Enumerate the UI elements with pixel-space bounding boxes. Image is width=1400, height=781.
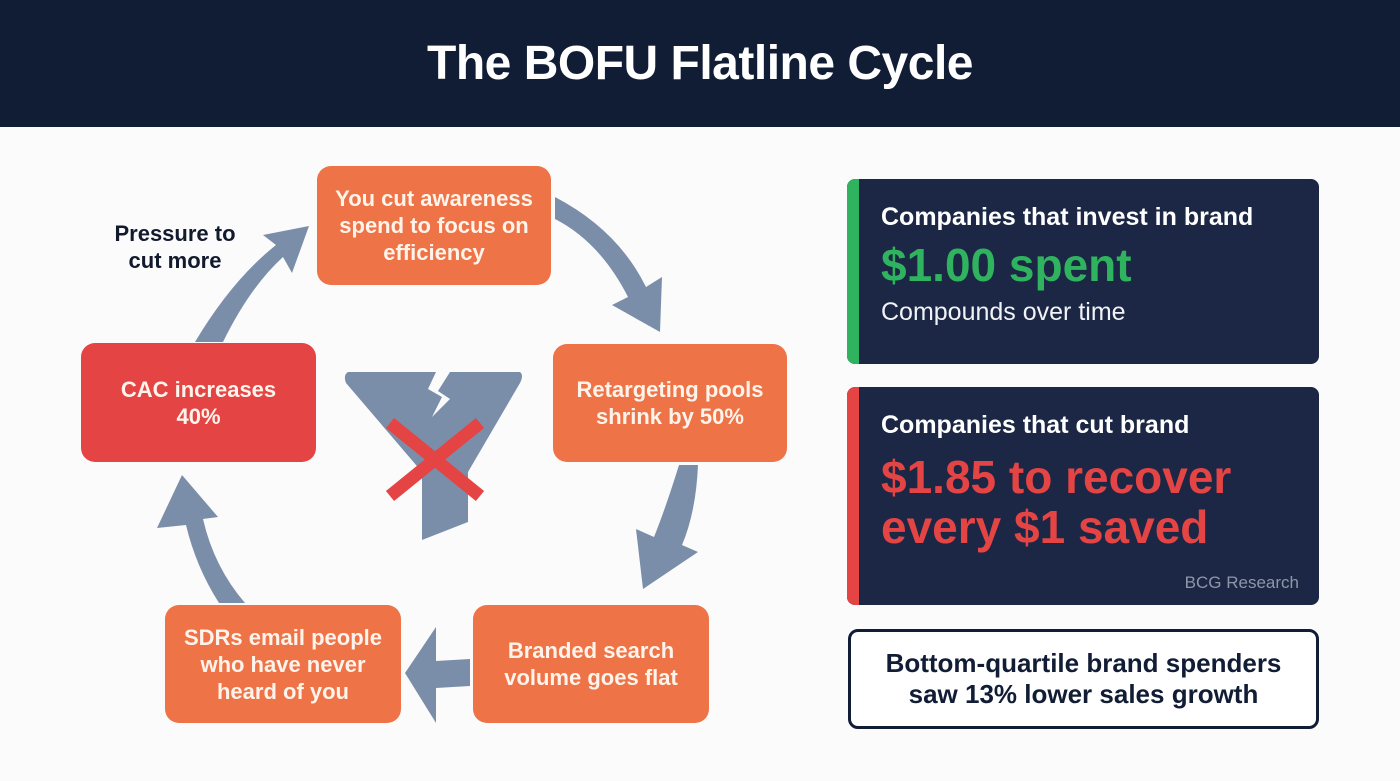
cut-brand-card: Companies that cut brand $1.85 to recove… (847, 387, 1319, 605)
sales-growth-callout: Bottom-quartile brand spenders saw 13% l… (848, 629, 1319, 729)
card-value: $1.00 spent (881, 239, 1132, 291)
cycle-step-cut-awareness: You cut awareness spend to focus on effi… (317, 166, 551, 285)
cycle-step-label: CAC increases 40% (120, 376, 277, 429)
page-title: The BOFU Flatline Cycle (427, 37, 973, 90)
source-credit: BCG Research (1184, 573, 1299, 592)
cycle-step-label: You cut awareness spend to focus on effi… (335, 186, 533, 265)
header-banner: The BOFU Flatline Cycle (0, 0, 1400, 127)
cycle-step-label: SDRs email people who have never heard o… (183, 624, 383, 704)
arrow-icon (157, 475, 245, 603)
cycle-arrows (157, 197, 698, 723)
card-title: Companies that invest in brand (881, 203, 1254, 231)
card-subtitle: Compounds over time (881, 298, 1126, 326)
red-accent-stripe (847, 387, 859, 605)
cycle-step-label: Branded search volume goes flat (504, 638, 678, 690)
cycle-step-sdrs-email: SDRs email people who have never heard o… (165, 605, 401, 723)
cycle-step-cac-increases: CAC increases 40% (81, 343, 316, 462)
card-value-line-2: every $1 saved (881, 501, 1209, 553)
cycle-step-label: Retargeting pools shrink by 50% (576, 377, 764, 429)
green-accent-stripe (847, 179, 859, 364)
cycle-step-branded-search: Branded search volume goes flat (473, 605, 709, 723)
arrow-icon (195, 226, 309, 342)
callout-text: Bottom-quartile brand spenders saw 13% l… (885, 648, 1282, 709)
card-value-line-1: $1.85 to recover (881, 451, 1232, 503)
cancel-x-icon (385, 417, 485, 502)
arrow-icon (405, 627, 470, 723)
cycle-step-retargeting-pools: Retargeting pools shrink by 50% (553, 344, 787, 462)
loop-label: Pressure to cut more (114, 221, 236, 273)
arrow-icon (555, 197, 662, 332)
card-title: Companies that cut brand (881, 411, 1190, 439)
invest-in-brand-card: Companies that invest in brand $1.00 spe… (847, 179, 1319, 364)
cycle-diagram: Pressure to cut more You cut awareness s… (0, 127, 820, 781)
arrow-icon (636, 465, 698, 589)
